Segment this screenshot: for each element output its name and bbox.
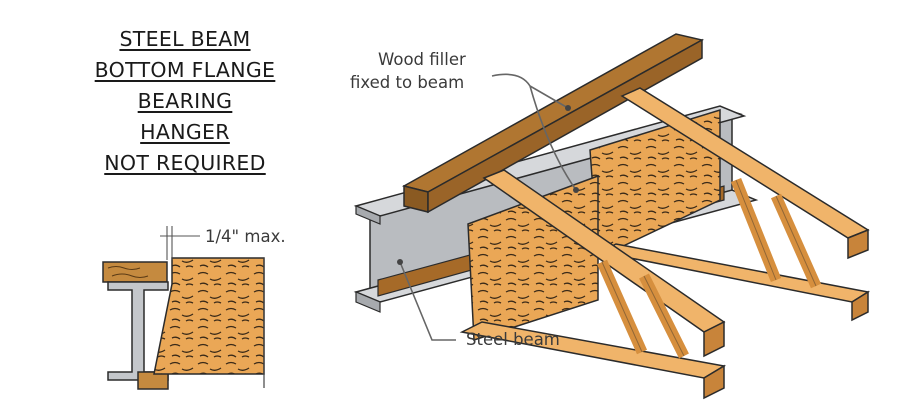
wood-filler-label-line2: fixed to beam (350, 73, 465, 92)
title-line-4: HANGER (140, 120, 230, 144)
steel-beam-label: Steel beam (466, 330, 560, 349)
open-web-joist-front (459, 169, 727, 400)
section-top-filler (102, 261, 168, 283)
leader-steel-beam (399, 261, 456, 341)
section-detail (102, 226, 265, 390)
title-line-5: NOT REQUIRED (104, 151, 266, 175)
gap-label: 1/4" max. (205, 227, 286, 246)
leader-wood-filler (491, 73, 577, 191)
title-line-3: BEARING (137, 89, 233, 113)
title-line-1: STEEL BEAM (119, 27, 251, 51)
wood-filler-label-line1: Wood filler (378, 50, 466, 69)
title-block: STEEL BEAM BOTTOM FLANGE BEARING HANGER … (60, 24, 310, 179)
section-bottom-filler (137, 371, 169, 390)
title-line-2: BOTTOM FLANGE (94, 58, 276, 82)
section-joist-end (153, 257, 265, 375)
isometric-view (353, 33, 871, 400)
open-web-joist-back (589, 87, 871, 322)
